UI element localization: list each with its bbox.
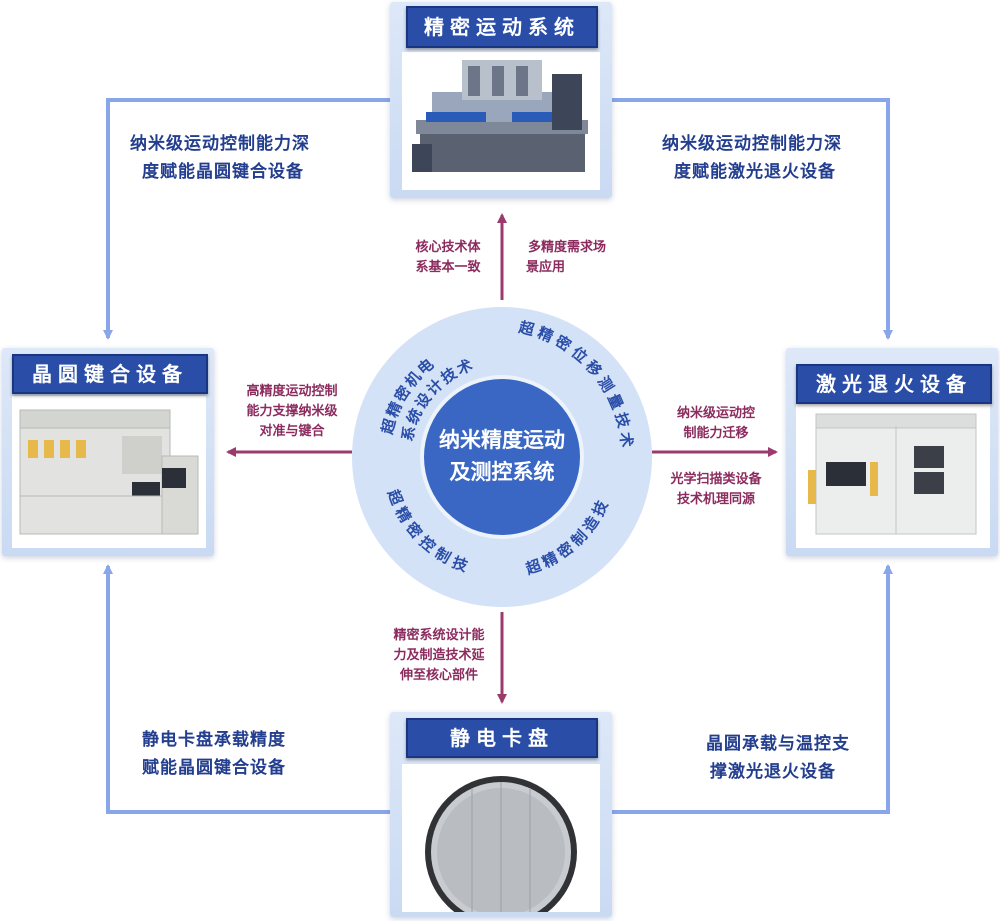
chuck-disc-icon <box>425 776 577 912</box>
label-bottom-right-line2: 撑激光退火设备 <box>710 762 836 782</box>
label-left: 高精度运动控制 能力支撑纳米级 对准与键合 <box>236 382 348 442</box>
module-wafer-bonding: 晶圆键合设备 <box>2 348 214 556</box>
label-down-line2: 力及制造技术延 <box>393 648 485 663</box>
module-laser-annealing: 激光退火设备 <box>786 348 998 556</box>
module-electrostatic-chuck: 静电卡盘 <box>390 712 612 917</box>
label-bottom-left-line2: 赋能晶圆键合设备 <box>142 758 286 778</box>
label-top-left-line2: 度赋能晶圆键合设备 <box>142 162 304 182</box>
label-up-right-line2: 景应用 <box>526 260 566 275</box>
label-down-line3: 伸至核心部件 <box>399 668 478 683</box>
label-right-top-line2: 制能力迁移 <box>683 426 749 441</box>
label-top-right-line2: 度赋能激光退火设备 <box>674 162 836 182</box>
label-left-line1: 高精度运动控制 <box>246 384 338 399</box>
label-up-left: 核心技术体 系基本一致 <box>400 238 496 278</box>
flow-top-to-left <box>103 98 390 340</box>
label-bottom-right: 晶圆承载与温控支 撑激光退火设备 <box>706 730 906 786</box>
label-right-bottom-line2: 技术机理同源 <box>676 492 755 507</box>
center-core <box>424 379 580 535</box>
label-bottom-left-line1: 静电卡盘承载精度 <box>142 730 286 750</box>
label-right-top: 纳米级运动控 制能力迁移 <box>660 404 772 444</box>
label-up-left-line2: 系基本一致 <box>415 260 481 275</box>
flow-bottom-to-right <box>612 564 893 814</box>
label-right-top-line1: 纳米级运动控 <box>676 406 755 421</box>
electrostatic-chuck-title: 静电卡盘 <box>406 718 598 758</box>
center-title: 纳米精度运动 及测控系统 <box>422 424 582 488</box>
label-up-right: 多精度需求场 景应用 <box>512 238 622 278</box>
precision-motion-image <box>402 52 600 190</box>
label-right-bottom: 光学扫描类设备 技术机理同源 <box>656 470 776 510</box>
annealing-machine-icon <box>808 413 977 535</box>
label-top-right-line1: 纳米级运动控制能力深 <box>662 134 842 154</box>
bonding-machine-icon <box>19 409 199 535</box>
label-down: 精密系统设计能 力及制造技术延 伸至核心部件 <box>380 626 498 686</box>
label-up-right-line1: 多精度需求场 <box>527 240 606 255</box>
flow-top-to-right <box>612 98 893 340</box>
motion-stage-icon <box>412 60 588 172</box>
wafer-bonding-image <box>12 396 206 548</box>
precision-motion-title: 精密运动系统 <box>406 6 598 48</box>
label-top-right: 纳米级运动控制能力深 度赋能激光退火设备 <box>662 130 892 186</box>
label-left-line2: 能力支撑纳米级 <box>246 404 338 419</box>
laser-annealing-image <box>796 396 990 548</box>
flow-bottom-to-left <box>103 564 390 814</box>
laser-annealing-title: 激光退火设备 <box>796 364 992 404</box>
center-title-line2: 及测控系统 <box>449 460 555 484</box>
wafer-bonding-title: 晶圆键合设备 <box>12 354 208 394</box>
label-right-bottom-line1: 光学扫描类设备 <box>670 472 762 487</box>
label-left-line3: 对准与键合 <box>259 424 325 439</box>
module-precision-motion: 精密运动系统 <box>390 2 612 198</box>
label-top-left: 纳米级运动控制能力深 度赋能晶圆键合设备 <box>130 130 360 186</box>
label-top-left-line1: 纳米级运动控制能力深 <box>130 134 310 154</box>
center-title-line1: 纳米精度运动 <box>439 428 565 452</box>
label-bottom-left: 静电卡盘承载精度 赋能晶圆键合设备 <box>142 726 342 782</box>
electrostatic-chuck-image <box>402 764 600 912</box>
label-up-left-line1: 核心技术体 <box>415 240 481 255</box>
label-down-line1: 精密系统设计能 <box>393 628 485 643</box>
label-bottom-right-line1: 晶圆承载与温控支 <box>706 734 850 754</box>
